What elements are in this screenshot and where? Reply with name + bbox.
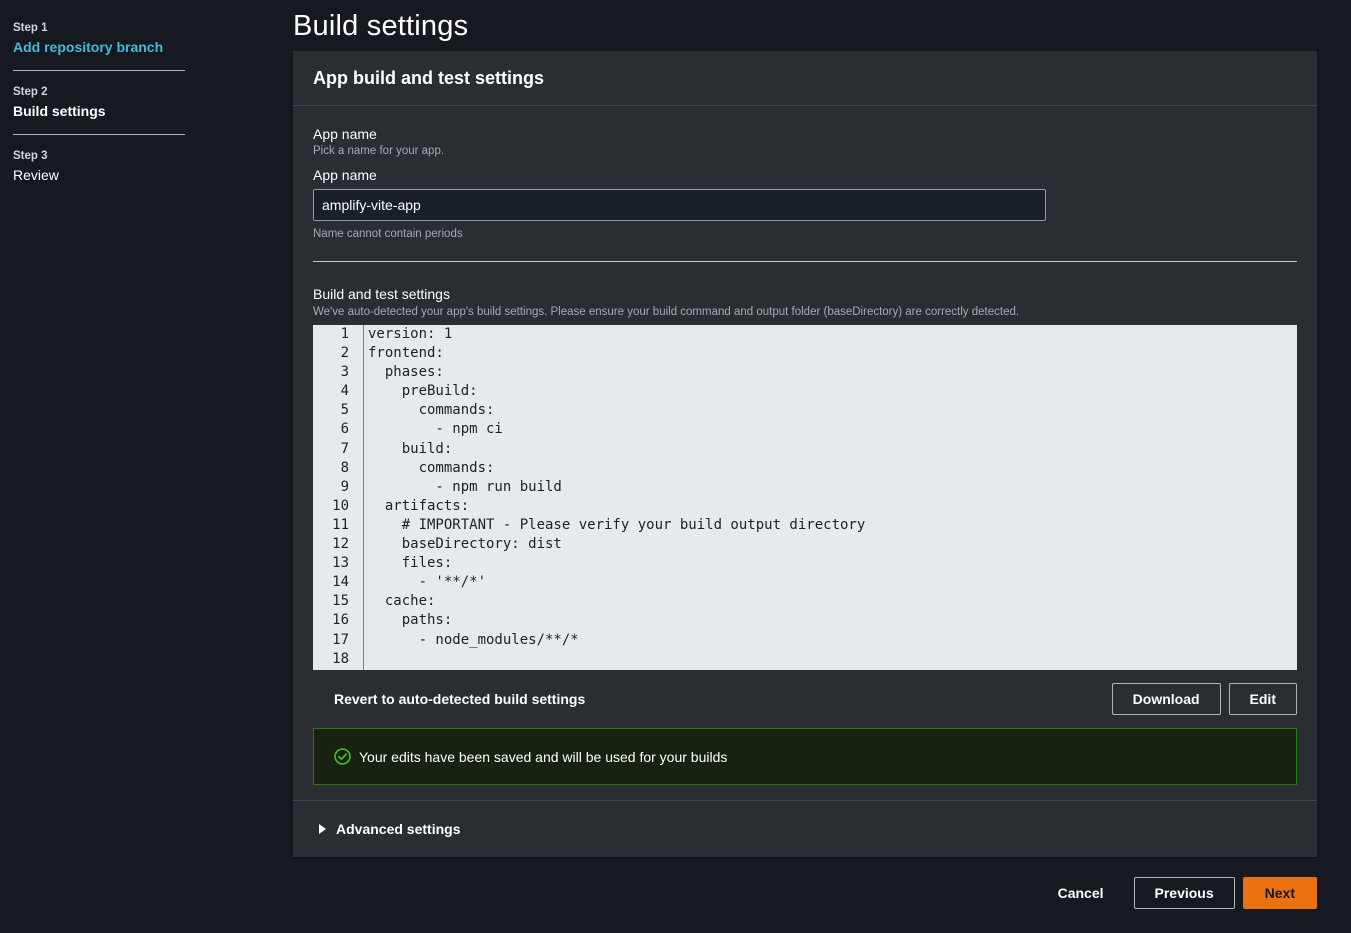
cancel-button[interactable]: Cancel [1057,885,1104,901]
line-number: 13 [332,555,349,572]
next-button[interactable]: Next [1242,877,1317,909]
code-content[interactable]: version: 1 frontend: phases: preBuild: co… [364,325,865,670]
app-name-input[interactable]: amplify-vite-app [313,189,1046,221]
line-number: 4 [340,383,349,400]
step-link-add-repository-branch[interactable]: Add repository branch [13,39,164,55]
line-number: 3 [340,364,349,381]
line-number: 11 [332,516,349,533]
code-line: commands: [368,402,495,419]
build-settings-card: App build and test settings App name Pic… [293,51,1317,857]
line-number: 12 [332,536,349,553]
line-number: 14 [332,574,349,591]
line-number: 15 [332,593,349,610]
line-number: 2 [340,345,349,362]
revert-auto-detected-link[interactable]: Revert to auto-detected build settings [334,691,586,707]
code-line: artifacts: [368,497,470,514]
advanced-settings-toggle[interactable]: Advanced settings [293,800,1317,857]
build-settings-label: Build and test settings [313,286,450,302]
app-name-section-label: App name [313,126,377,142]
line-number: 18 [332,650,349,667]
step-number: Step 2 [13,86,48,98]
line-number: 16 [332,612,349,629]
code-line: cache: [368,593,436,610]
code-line: build: [368,440,453,457]
line-number: 10 [332,497,349,514]
previous-button[interactable]: Previous [1133,877,1235,909]
code-line: commands: [368,459,495,476]
alert-text: Your edits have been saved and will be u… [359,748,728,765]
app-name-constraint: Name cannot contain periods [313,228,463,240]
line-number: 9 [340,478,349,495]
line-number: 5 [340,402,349,419]
success-alert: Your edits have been saved and will be u… [313,728,1297,785]
line-number: 1 [340,326,349,342]
wizard-footer-actions: Cancel Previous Next [1058,877,1317,909]
editor-actions-row: Revert to auto-detected build settings D… [313,670,1297,728]
step-title-build-settings: Build settings [13,103,106,119]
code-line [368,650,865,669]
code-line: - '**/*' [368,574,487,591]
success-check-icon [334,748,351,765]
code-line: files: [368,555,453,572]
code-line: preBuild: [368,383,478,400]
caret-right-icon [319,824,326,834]
code-line: version: 1 [368,326,453,342]
line-number: 6 [340,421,349,438]
section-divider [313,261,1297,262]
step-number: Step 3 [13,150,48,162]
step-title-review: Review [13,167,59,183]
code-line: phases: [368,364,444,381]
code-line: - npm run build [368,478,562,495]
line-number: 8 [340,459,349,476]
app-name-description: Pick a name for your app. [313,145,445,157]
page-title: Build settings [293,10,469,42]
step-1[interactable]: Step 1 Add repository branch [13,20,185,71]
advanced-settings-label: Advanced settings [336,821,461,837]
step-number: Step 1 [13,22,48,34]
line-number: 17 [332,631,349,648]
app-name-input-label: App name [313,167,377,183]
build-settings-description: We've auto-detected your app's build set… [313,306,1020,318]
card-header: App build and test settings [293,51,1317,106]
code-line: # IMPORTANT - Please verify your build o… [368,516,866,533]
step-3: Step 3 Review [13,148,185,198]
code-line: paths: [368,612,453,629]
line-number: 7 [340,440,349,457]
download-button[interactable]: Download [1111,683,1221,715]
step-2: Step 2 Build settings [13,84,185,135]
edit-button[interactable]: Edit [1228,683,1297,715]
app-name-value: amplify-vite-app [322,197,421,213]
code-line: - npm ci [368,421,503,438]
code-line: frontend: [368,345,444,362]
wizard-steps-nav: Step 1 Add repository branch Step 2 Buil… [13,20,185,211]
code-line: baseDirectory: dist [368,536,562,553]
code-line: - node_modules/**/* [368,631,579,648]
